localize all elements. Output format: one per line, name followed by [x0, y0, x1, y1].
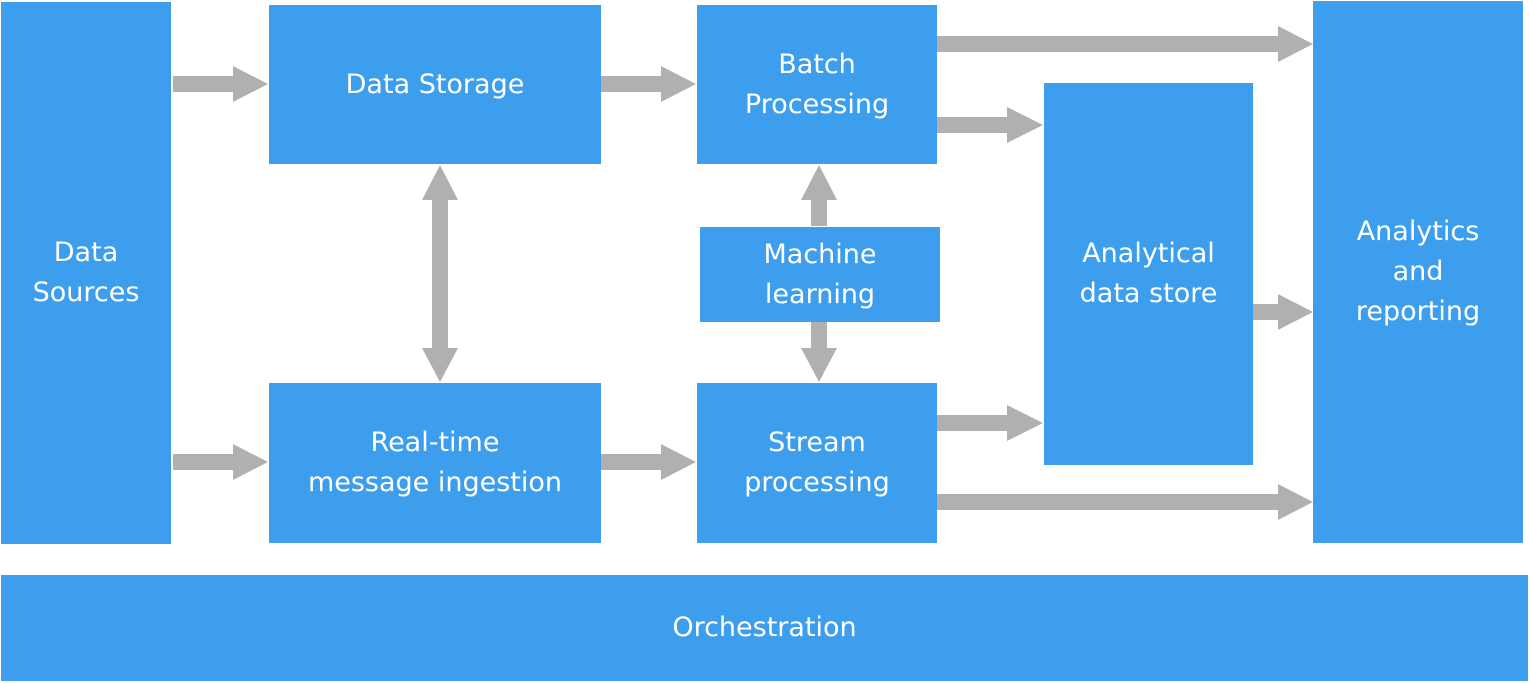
node-stream-processing: Stream processing — [697, 383, 937, 543]
node-orchestration-label: Orchestration — [672, 612, 857, 643]
node-batch-processing-label: Batch Processing — [744, 48, 890, 120]
arrow-stream-to-reporting — [937, 484, 1313, 520]
node-realtime-ingestion: Real-time message ingestion — [269, 383, 601, 543]
node-data-sources-label: Data Sources — [32, 237, 140, 308]
arrow-sources-to-storage — [173, 66, 268, 102]
node-data-storage-label: Data Storage — [345, 68, 525, 100]
node-orchestration: Orchestration — [1, 575, 1528, 681]
node-data-sources: Data Sources — [1, 2, 171, 544]
node-machine-learning-label: Machine learning — [763, 238, 877, 310]
arrow-batch-to-analytical — [937, 107, 1043, 143]
arrow-sources-to-ingestion — [173, 444, 268, 480]
node-realtime-ingestion-label: Real-time message ingestion — [307, 427, 563, 498]
arrow-stream-to-analytical — [937, 405, 1043, 441]
node-analytical-data-store: Analytical data store — [1044, 83, 1253, 465]
node-stream-processing-label: Stream processing — [744, 427, 890, 498]
arrow-ml-to-stream — [801, 322, 837, 382]
arrow-batch-to-reporting — [937, 26, 1313, 62]
node-analytics-reporting-label: Analytics and reporting — [1355, 216, 1481, 327]
arrow-storage-to-batch — [601, 66, 696, 102]
node-analytical-data-store-label: Analytical data store — [1079, 238, 1218, 309]
arrow-analytical-to-reporting — [1253, 294, 1313, 330]
arrow-ml-to-batch — [801, 165, 837, 226]
node-batch-processing: Batch Processing — [697, 5, 937, 164]
arrow-ingestion-to-stream — [601, 444, 696, 480]
node-machine-learning: Machine learning — [700, 227, 940, 322]
node-data-storage: Data Storage — [269, 5, 601, 164]
arrow-storage-ingestion-bidirectional — [422, 165, 458, 382]
node-analytics-reporting: Analytics and reporting — [1313, 1, 1523, 543]
